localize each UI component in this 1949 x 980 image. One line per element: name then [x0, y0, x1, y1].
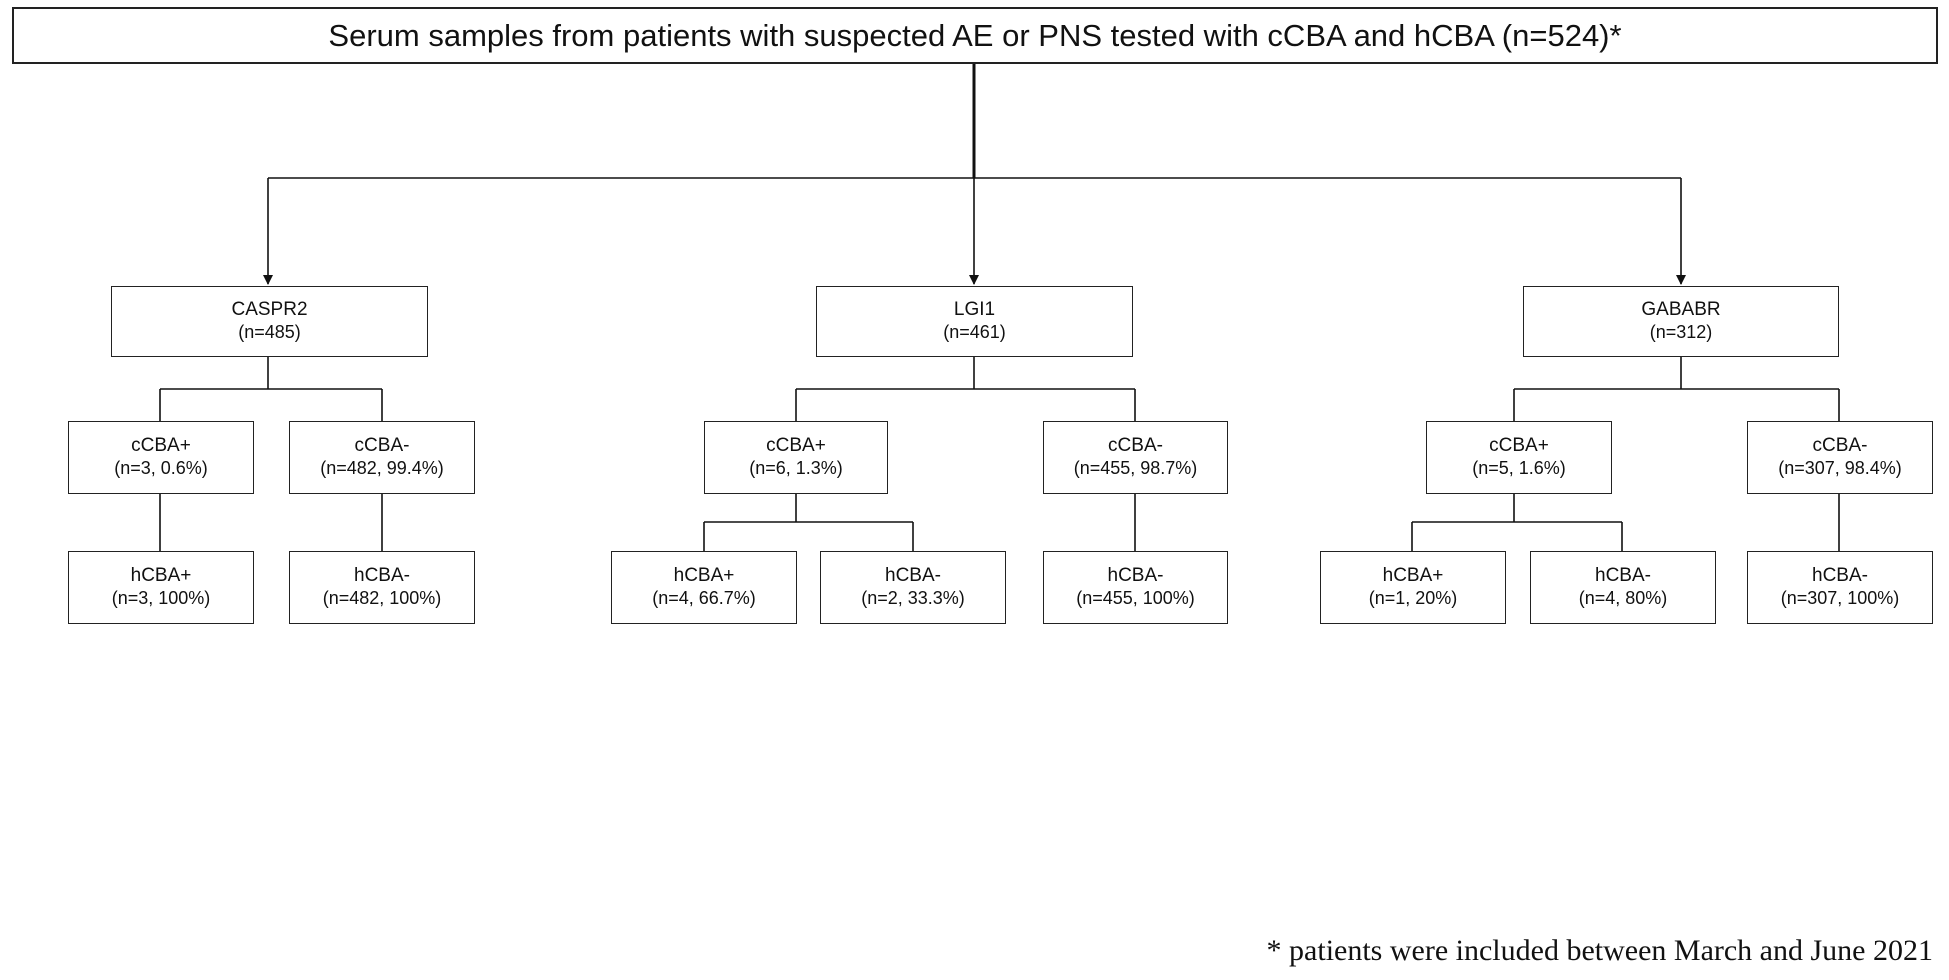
node-lgi1-hcba-neg: hCBA- (n=2, 33.3%) — [820, 551, 1006, 624]
node-label: GABABR — [1641, 299, 1721, 321]
node-label: LGI1 — [953, 299, 996, 321]
node-lgi1-ccba-neg: cCBA- (n=455, 98.7%) — [1043, 421, 1228, 494]
node-lgi1-neg-hcba-neg: hCBA- (n=455, 100%) — [1043, 551, 1228, 624]
node-label: hCBA+ — [673, 565, 735, 587]
node-label: hCBA- — [1595, 565, 1651, 587]
node-gababr-hcba-pos: hCBA+ (n=1, 20%) — [1320, 551, 1506, 624]
node-caspr2-hcba-neg: hCBA- (n=482, 100%) — [289, 551, 475, 624]
node-label: hCBA+ — [130, 565, 192, 587]
node-caspr2-ccba-pos: cCBA+ (n=3, 0.6%) — [68, 421, 254, 494]
node-label: hCBA+ — [1382, 565, 1444, 587]
node-count: (n=461) — [943, 322, 1006, 343]
node-count: (n=307, 98.4%) — [1778, 458, 1902, 479]
title-box: Serum samples from patients with suspect… — [12, 7, 1938, 64]
footnote: * patients were included between March a… — [1266, 934, 1933, 967]
node-lgi1-ccba-pos: cCBA+ (n=6, 1.3%) — [704, 421, 888, 494]
node-count: (n=1, 20%) — [1368, 588, 1458, 609]
node-lgi1: LGI1 (n=461) — [816, 286, 1133, 357]
node-count: (n=4, 80%) — [1578, 588, 1668, 609]
node-gababr: GABABR (n=312) — [1523, 286, 1839, 357]
node-count: (n=455, 100%) — [1076, 588, 1195, 609]
node-count: (n=455, 98.7%) — [1073, 458, 1198, 479]
node-gababr-ccba-pos: cCBA+ (n=5, 1.6%) — [1426, 421, 1612, 494]
node-label: hCBA- — [1812, 565, 1868, 587]
node-caspr2: CASPR2 (n=485) — [111, 286, 428, 357]
title-text: Serum samples from patients with suspect… — [328, 17, 1622, 53]
node-label: cCBA+ — [131, 435, 191, 457]
node-count: (n=3, 100%) — [111, 588, 211, 609]
node-gababr-hcba-neg: hCBA- (n=4, 80%) — [1530, 551, 1716, 624]
node-caspr2-ccba-neg: cCBA- (n=482, 99.4%) — [289, 421, 475, 494]
node-label: cCBA+ — [1489, 435, 1549, 457]
node-count: (n=2, 33.3%) — [861, 588, 965, 609]
node-gababr-ccba-neg: cCBA- (n=307, 98.4%) — [1747, 421, 1933, 494]
node-count: (n=482, 99.4%) — [320, 458, 444, 479]
node-lgi1-hcba-pos: hCBA+ (n=4, 66.7%) — [611, 551, 797, 624]
node-count: (n=485) — [238, 322, 301, 343]
node-label: cCBA- — [1812, 435, 1868, 457]
node-count: (n=5, 1.6%) — [1472, 458, 1566, 479]
node-label: hCBA- — [1107, 565, 1164, 587]
node-count: (n=307, 100%) — [1780, 588, 1900, 609]
node-count: (n=6, 1.3%) — [749, 458, 843, 479]
node-count: (n=3, 0.6%) — [114, 458, 208, 479]
node-label: hCBA- — [885, 565, 941, 587]
node-label: hCBA- — [354, 565, 410, 587]
node-count: (n=482, 100%) — [322, 588, 442, 609]
node-label: cCBA- — [1108, 435, 1163, 457]
node-gababr-neg-hcba-neg: hCBA- (n=307, 100%) — [1747, 551, 1933, 624]
node-count: (n=312) — [1649, 322, 1713, 343]
node-label: cCBA+ — [766, 435, 826, 457]
node-count: (n=4, 66.7%) — [652, 588, 756, 609]
node-label: CASPR2 — [231, 299, 308, 321]
node-caspr2-hcba-pos: hCBA+ (n=3, 100%) — [68, 551, 254, 624]
node-label: cCBA- — [354, 435, 410, 457]
